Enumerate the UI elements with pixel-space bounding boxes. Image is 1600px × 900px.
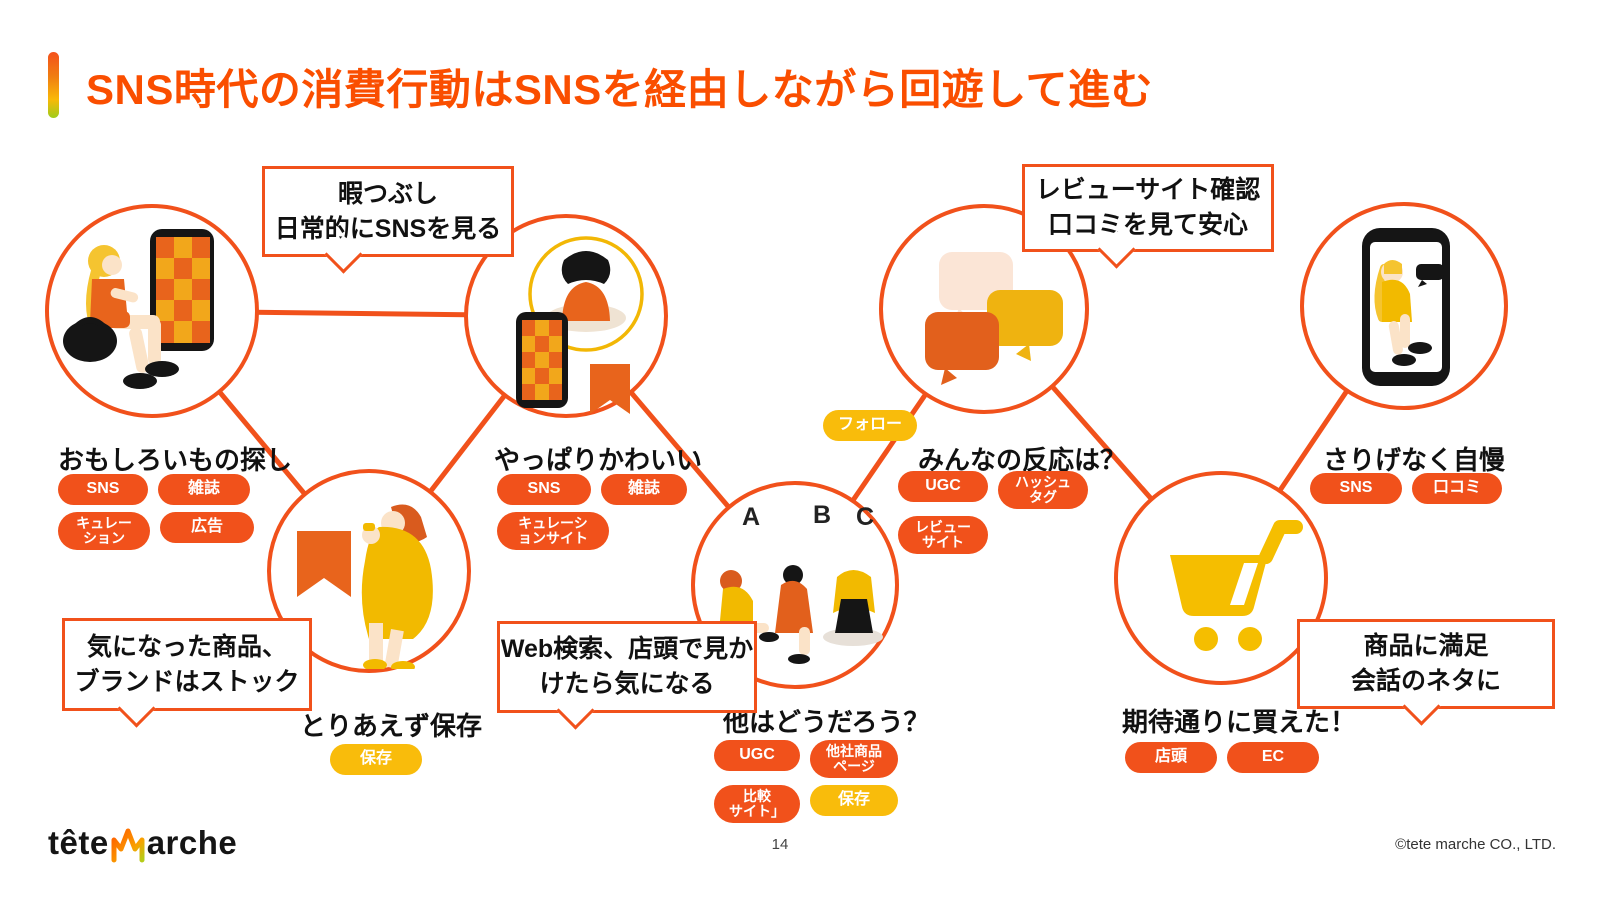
chat-bubbles-icon [925,252,1063,385]
node-circle-reaction [879,204,1089,414]
tag-group-others: UGC 他社商品 ページ 比較 サイト」 保存 [714,740,898,823]
tag-pill-curation-site: キュレーシ ョンサイト [497,512,609,550]
callout-text: 暇つぶし [337,179,438,208]
tag-pill-ugc: UGC [898,471,988,502]
tag-pill-sns: SNS [1310,473,1402,504]
person-bookmark-illustration [297,504,433,669]
three-people-illustration [719,565,883,664]
copyright-text: ©tete marche CO., LTD. [1395,836,1556,853]
tag-group-cute: SNS 雑誌 キュレーシ ョンサイト [497,474,687,550]
callout-text: 気になった商品、 [86,632,287,661]
tag-pill-ec: EC [1227,742,1319,773]
tag-pill-sns: SNS [497,474,591,505]
callout-stock-brands: 気になった商品、 ブランドはストック [62,618,312,728]
tag-group-save: 保存 [330,744,422,775]
crown-m-icon [111,828,145,863]
tag-pill-ugc: UGC [714,740,800,771]
node-label-save: とりあえず保存 [300,711,483,741]
node-label-purchase: 期待通りに買えた！ [1122,707,1357,737]
tag-pill-magazine: 雑誌 [601,474,687,505]
person-b-label: B [813,501,832,529]
tag-pill-save: 保存 [810,785,898,816]
tag-pill-follow: フォロー [823,410,917,441]
tag-pill-magazine: 雑誌 [158,474,250,505]
tag-group-discover: SNS 雑誌 キュレー ション 広告 [58,474,254,550]
node-label-others: 他はどうだろう？ [723,707,930,737]
callout-text: 会話のネタに [1350,667,1501,695]
callout-idle-browsing: 暇つぶし 日常的にSNSを見る [262,166,514,274]
tag-pill-ad: 広告 [160,512,254,543]
node-label-discover: おもしろいもの探し [58,445,293,475]
node-label-reaction: みんなの反応は？ [918,445,1127,475]
phone-thought-bubble-illustration [516,236,644,414]
tag-group-purchase: 店頭 EC [1125,742,1319,773]
callout-text: 口コミを見て安心 [1047,211,1248,239]
person-browsing-phone-illustration [63,229,214,389]
tag-group-brag: SNS 口コミ [1310,473,1502,504]
node-label-cute: やっぱりかわいい [494,445,703,475]
tag-pill-sns: SNS [58,474,148,505]
node-circle-discover [45,204,259,418]
callout-text: レビューサイト確認 [1035,176,1261,204]
callout-text: 商品に満足 [1363,632,1489,660]
page-title: SNS時代の消費行動はSNSを経由しながら回遊して進む [86,66,1153,113]
tag-group-reaction: UGC ハッシュ タグ レビュー サイト [898,471,1088,554]
page-number: 14 [771,836,789,853]
tag-pill-word-of-mouth: 口コミ [1412,473,1502,504]
callout-text: 日常的にSNSを見る [274,214,502,243]
person-a-label: A [742,503,761,531]
tag-pill-hashtag: ハッシュ タグ [998,471,1088,509]
node-circle-cute [464,214,668,418]
callout-satisfied: 商品に満足 会話のネタに [1297,619,1555,726]
shopping-cart-icon [1170,520,1303,651]
person-c-label: C [856,503,875,531]
tag-pill-curation: キュレー ション [58,512,150,550]
phone-selfie-illustration [1362,228,1450,386]
tag-pill-review-site: レビュー サイト [898,516,988,554]
tag-pill-save: 保存 [330,744,422,775]
callout-text: Web検索、店頭で見か [500,635,754,663]
callout-text: けたら気になる [539,670,715,698]
footer-logo: tête arche [48,824,238,863]
tag-pill-comparison-site: 比較 サイト」 [714,785,800,823]
tag-pill-competitor-page: 他社商品 ページ [810,740,898,778]
callout-web-search: Web検索、店頭で見か けたら気になる [497,621,757,730]
title-accent-bar [48,52,59,118]
logo-text-suffix: arche [146,824,238,861]
node-circle-brag [1300,202,1508,410]
tag-pill-store: 店頭 [1125,742,1217,773]
logo-text-prefix: tête [48,824,109,861]
callout-review-check: レビューサイト確認 口コミを見て安心 [1022,164,1274,269]
node-circle-purchase [1114,471,1328,685]
callout-text: ブランドはストック [74,667,300,696]
node-label-brag: さりげなく自慢 [1323,445,1506,475]
